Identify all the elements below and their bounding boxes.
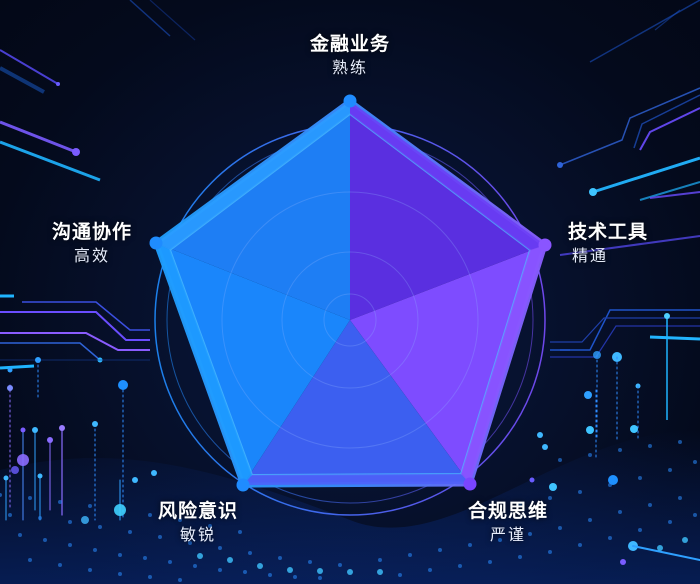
- data-pillars-left: [3, 357, 157, 524]
- circuit-lines-left: [0, 294, 150, 370]
- axis-name: 沟通协作: [51, 221, 133, 243]
- axis-level: 精通: [571, 246, 609, 265]
- axis-label-bottom-left: 风险意识 敏锐: [158, 499, 238, 547]
- dot-grid: [0, 440, 697, 582]
- radar-area: [156, 101, 545, 485]
- vertex-dot-right[interactable]: [538, 238, 552, 252]
- axis-level: 敏锐: [179, 525, 217, 544]
- axis-name: 合规思维: [467, 500, 549, 522]
- axis-label-right: 技术工具 精通: [568, 220, 648, 268]
- dot-grid-bright: [197, 537, 688, 575]
- radar-grid: [221, 191, 479, 449]
- axis-name: 风险意识: [157, 500, 239, 522]
- circuit-lines-right: [550, 309, 700, 420]
- streak-lines-top-right: [557, 0, 700, 256]
- dot-wave-bottom: [0, 430, 700, 584]
- axis-name: 金融业务: [309, 33, 391, 55]
- vertex-dot-bottom-right[interactable]: [463, 477, 477, 491]
- axis-name: 技术工具: [567, 221, 649, 243]
- vertex-dot-left[interactable]: [149, 236, 163, 250]
- axis-label-left: 沟通协作 高效: [52, 220, 132, 268]
- streak-lines-top-left: [0, 0, 196, 182]
- axis-label-bottom-right: 合规思维 严谨: [468, 499, 548, 547]
- vertex-dot-top[interactable]: [343, 94, 357, 108]
- axis-label-top: 金融业务 熟练: [310, 32, 390, 80]
- axis-level: 高效: [73, 246, 111, 265]
- radar-bevel: [156, 101, 545, 485]
- data-pillars-right: [529, 351, 700, 565]
- axis-level: 熟练: [331, 58, 369, 77]
- vertex-dot-bottom-left[interactable]: [236, 478, 250, 492]
- axis-level: 严谨: [489, 525, 527, 544]
